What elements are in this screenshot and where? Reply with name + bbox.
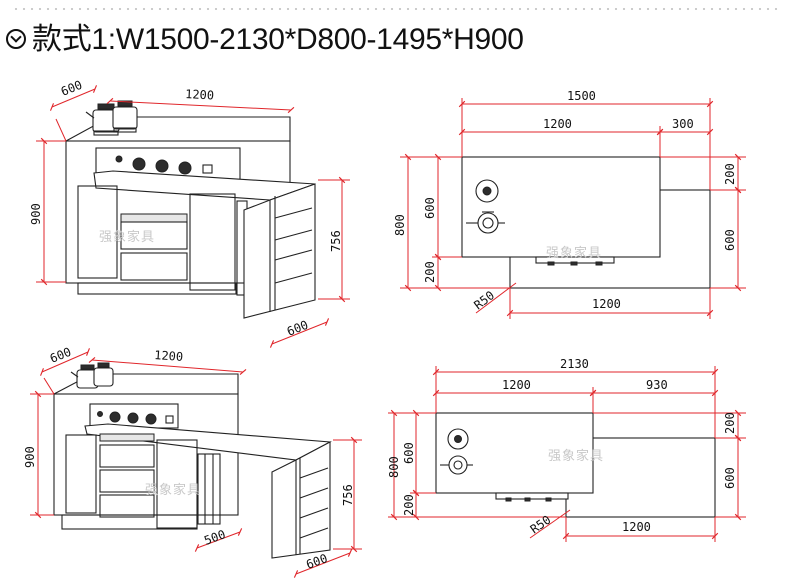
cabinet-perspective-closed: 600 1200 900 756 600 强象家具	[29, 78, 350, 348]
plan-view-extended: 强象家具 2130 1200 930 800 600 200 200 600 1…	[387, 357, 746, 542]
dimension-side-height: 756	[329, 230, 343, 252]
kettle-icon	[93, 362, 114, 387]
dimension-side-depth: 600	[285, 318, 310, 339]
burner-knob	[127, 412, 139, 424]
dimension-total-depth: 800	[393, 214, 407, 236]
control-panel-box	[202, 164, 213, 174]
main-cabinet-outline	[435, 412, 594, 494]
header: 款式1:W1500-2130*D800-1495*H900	[0, 0, 790, 70]
left-door	[65, 434, 97, 514]
dimension-side-height: 756	[341, 484, 355, 506]
cabinet-perspective-extended: 600 1200 900 756 500 600 强象家具	[23, 345, 362, 578]
chevron-down-circle-icon	[6, 29, 26, 49]
dimension-radius: R50	[471, 288, 497, 312]
drawer	[99, 433, 155, 442]
header-dotted-rule	[12, 8, 780, 10]
dimension-radius: R50	[528, 513, 554, 537]
dimension-slide-distance: 500	[202, 527, 227, 548]
dimension-extension-offset-depth: 200	[723, 163, 737, 185]
dimension-offset-depth: 200	[402, 494, 416, 516]
dimension-offset-depth: 200	[423, 261, 437, 283]
drawer	[120, 213, 188, 223]
dimension-height: 900	[29, 203, 43, 225]
drawer-front	[99, 494, 155, 518]
power-knob	[115, 155, 123, 163]
cabinet-plinth	[77, 282, 237, 295]
page-title: 款式1:W1500-2130*D800-1495*H900	[32, 23, 524, 56]
dimension-main-width: 1200	[502, 378, 531, 392]
dimension-extension-width: 1200	[622, 520, 651, 534]
dimension-width: 1200	[185, 87, 215, 102]
watermark: 强象家具	[546, 245, 602, 261]
burner-knob	[178, 161, 192, 175]
burner-knob	[109, 411, 121, 423]
right-door	[156, 439, 198, 529]
side-cabinet	[271, 441, 331, 559]
power-knob	[97, 411, 103, 417]
knob-strip	[495, 492, 569, 500]
control-panel-box	[165, 415, 174, 424]
burner-knob	[145, 413, 157, 425]
plan-view-closed: 强象家具 1500 1200 300 800 600 200 200 600 1…	[393, 89, 746, 319]
dimension-extension-depth: 600	[723, 467, 737, 489]
dimension-extension-offset: 300	[672, 117, 694, 131]
left-door	[77, 185, 118, 279]
watermark: 强象家具	[145, 482, 201, 498]
dimension-total-width: 1500	[567, 89, 596, 103]
dimension-main-width: 1200	[543, 117, 572, 131]
burner-icon	[475, 179, 499, 203]
dimension-main-depth: 600	[402, 442, 416, 464]
dimension-extension-depth: 600	[723, 229, 737, 251]
watermark: 强象家具	[548, 448, 604, 464]
drawer-front	[120, 252, 188, 281]
dimension-extension-offset-depth: 200	[723, 412, 737, 434]
drawer-front	[120, 221, 188, 250]
dimension-height: 900	[23, 446, 37, 468]
drawer-front	[99, 469, 155, 493]
burner-knob	[132, 157, 146, 171]
burner-knob	[155, 159, 169, 173]
dimension-depth: 600	[48, 345, 73, 366]
main-cabinet-outline	[461, 156, 661, 258]
dimension-total-depth: 800	[387, 456, 401, 478]
dimension-side-depth: 600	[304, 551, 329, 572]
drawer-front	[99, 444, 155, 468]
dimension-extension-width: 1200	[592, 297, 621, 311]
kettle-icon	[112, 100, 138, 133]
right-door	[189, 193, 236, 291]
dimension-width: 1200	[154, 348, 184, 364]
dimension-main-depth: 600	[423, 197, 437, 219]
burner-icon	[447, 428, 469, 450]
dimension-extension-offset: 930	[646, 378, 668, 392]
watermark: 强象家具	[99, 229, 155, 245]
dimension-total-width: 2130	[560, 357, 589, 371]
side-rack-frame	[197, 453, 221, 525]
side-cabinet	[243, 183, 316, 319]
